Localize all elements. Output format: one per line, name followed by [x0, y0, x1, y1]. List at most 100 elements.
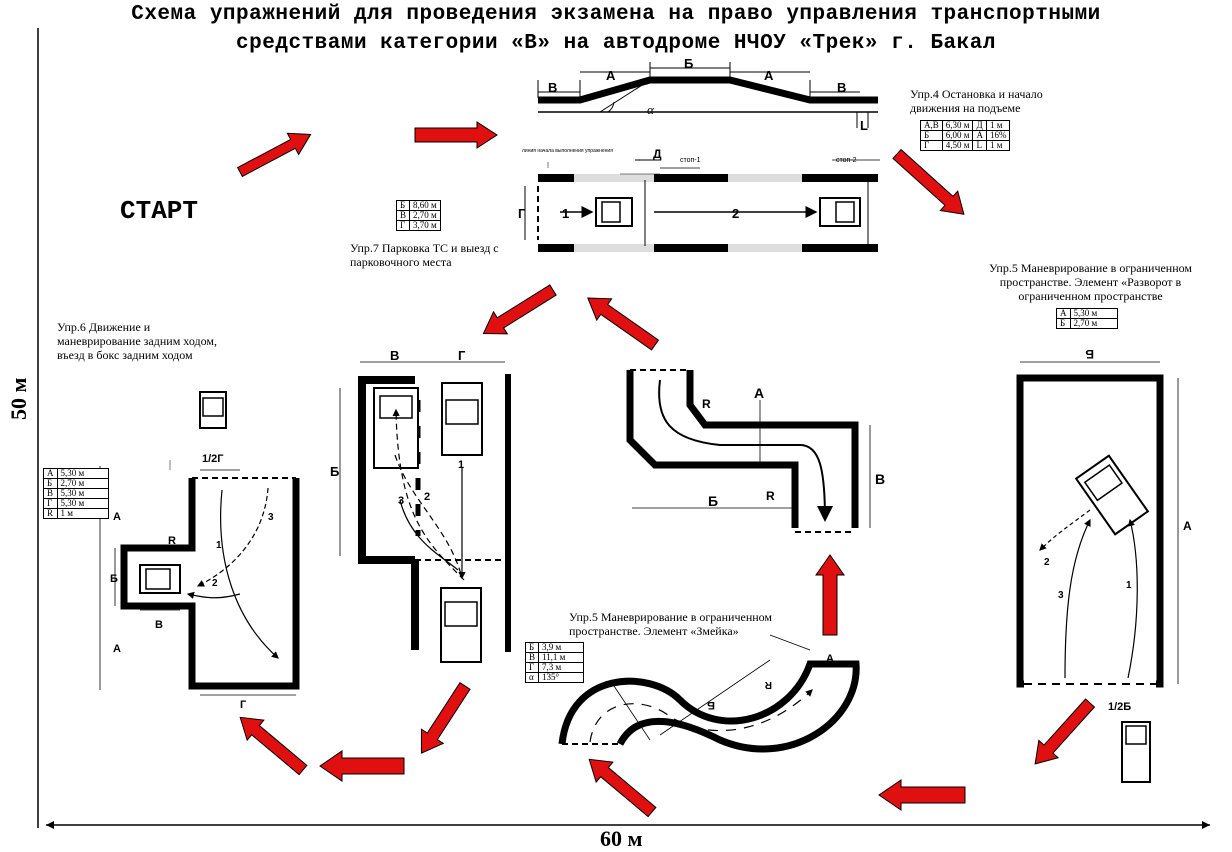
ex4-label-a1: А [606, 68, 616, 83]
title-line-1: Схема упражнений для проведения экзамена… [131, 3, 1101, 26]
parallel-parking-area [339, 361, 511, 663]
ex6-caption-line3: въезд в бокс задним ходом [57, 348, 193, 362]
ex5z-label-r2: R [766, 489, 775, 503]
ex5-snake-caption-line2: пространстве. Элемент «Змейка» [569, 624, 739, 638]
start-label: СТАРТ [120, 196, 199, 226]
ex6-label-2: 2 [212, 578, 218, 589]
ex4-label-l: L [860, 118, 868, 133]
ex4-caption-line2: движения на подъеме [910, 101, 1021, 115]
table-cell: 6,30 м [941, 120, 974, 131]
red-arrow-10 [420, 682, 471, 754]
table-cell: 2,70 м [56, 478, 110, 489]
ex4-label-a2: А [764, 68, 774, 83]
ex5-turn-caption-line3: ограниченном пространстве [1018, 289, 1163, 303]
table-cell: Б [395, 200, 411, 211]
ex6b-label-b: Б [330, 464, 339, 479]
table-cell: R [43, 508, 58, 519]
ex5-turn-caption: Упр.5 Маневрирование в ограниченном прос… [988, 261, 1193, 303]
table-cell: 5,30 м [56, 498, 110, 509]
red-arrow-8 [878, 779, 966, 811]
table-cell: 4,50 м [941, 140, 974, 151]
ex5s-label-b: Б [707, 699, 715, 711]
ex7-label-1: 1 [562, 206, 569, 221]
ex6-caption-line2: маневрирование задним ходом, [57, 334, 217, 348]
ex7-start-line-label: линия начала выполнения упражнения [522, 148, 613, 154]
table-cell: А [972, 130, 987, 141]
ex6-caption-line1: Упр.6 Движение и [57, 320, 151, 334]
ex6b-label-g: Г [458, 348, 466, 363]
ex6b-label-v: В [390, 348, 399, 363]
ex5z-label-a: А [754, 385, 764, 401]
hill-start-profile [537, 62, 878, 128]
table-cell: А,В [920, 120, 943, 131]
red-arrow-2 [414, 121, 498, 149]
ex4-caption-line1: Упр.4 Остановка и начало [910, 87, 1043, 101]
table-cell: 135° [538, 672, 585, 683]
ex6-label-v: В [155, 619, 163, 631]
table-cell: 8,60 м [409, 200, 441, 211]
red-arrow-9 [588, 758, 657, 818]
red-arrow-12 [239, 716, 308, 776]
table-cell: 5,30 м [56, 468, 110, 479]
ex4-label-alpha: α [647, 102, 655, 117]
table-cell: Г [43, 498, 58, 509]
ex7-label-stop1: стоп-1 [680, 157, 701, 164]
table-cell: Б [43, 478, 58, 489]
table-cell: 1 м [56, 508, 110, 519]
ex5s-label-r: R [764, 679, 772, 690]
dimension-60m: 60 м [600, 826, 643, 851]
ex6-label-3: 3 [268, 512, 274, 523]
ex5-snake-caption: Упр.5 Маневрирование в ограниченном прос… [569, 610, 772, 638]
ex7-caption: Упр.7 Парковка ТС и выезд с парковочного… [350, 241, 499, 269]
route-arrows [236, 121, 1096, 818]
table-cell: В [395, 210, 411, 221]
red-arrow-6 [815, 554, 845, 636]
table-cell: 6,00 м [941, 130, 974, 141]
ex5z-label-b: Б [708, 493, 718, 509]
ex6-label-r: R [168, 535, 176, 547]
table-cell: 3,70 м [409, 220, 441, 231]
table-cell: Б [1056, 318, 1071, 329]
ex5t-label-b: Б [1085, 347, 1094, 361]
ex7-label-d: Д [653, 147, 662, 161]
ex5s-label-a: А [826, 653, 834, 665]
u-turn-area [1016, 361, 1179, 783]
ex5z-label-v: В [875, 471, 885, 487]
red-arrow-11 [319, 750, 405, 782]
table-cell: В [524, 652, 540, 663]
table-cell: А [1056, 308, 1071, 319]
ex5z-label-r1: R [702, 397, 711, 411]
table-cell: Б [524, 642, 540, 653]
ex6-label-a1: А [113, 511, 121, 523]
ex4-label-v2: В [837, 80, 846, 95]
table-cell: 5,30 м [56, 488, 110, 499]
table-cell: 7,3 м [538, 662, 585, 673]
ex6b-label-3: 3 [398, 495, 404, 507]
red-arrow-5 [587, 297, 660, 351]
ex7-caption-line1: Упр.7 Парковка ТС и выезд с [350, 241, 499, 255]
ex6-label-g: Г [240, 699, 247, 711]
table-cell: Г [524, 662, 540, 673]
ex5t-label-3: 3 [1058, 590, 1064, 601]
overall-dimensions [37, 28, 1210, 829]
ex6b-label-1: 1 [458, 459, 464, 471]
snake-area [558, 634, 860, 753]
zigzag-turn-area [626, 369, 871, 533]
ex6-caption: Упр.6 Движение и маневрирование задним х… [57, 320, 217, 362]
ex5t-label-2: 2 [1044, 557, 1050, 568]
table-cell: Г [920, 140, 943, 151]
table-cell: 5,30 м [1069, 308, 1119, 319]
ex7-caption-line2: парковочного места [350, 255, 452, 269]
ex6b-label-2: 2 [424, 491, 430, 503]
